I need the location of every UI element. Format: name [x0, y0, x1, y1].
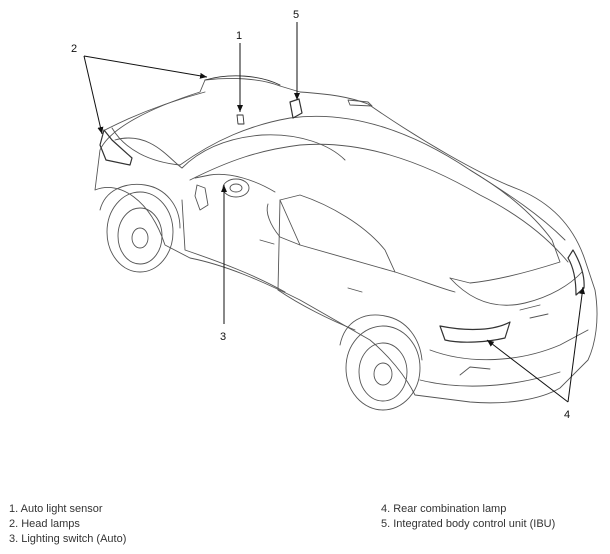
legend-item-head-lamps: 2. Head lamps	[9, 518, 80, 530]
legend-item-rear-combination-lamp: 4. Rear combination lamp	[381, 503, 507, 515]
legend-item-lighting-switch: 3. Lighting switch (Auto)	[9, 533, 127, 545]
legend-item-ibu: 5. Integrated body control unit (IBU)	[381, 518, 556, 530]
legend-left: 1. Auto light sensor 2. Head lamps 3. Li…	[9, 502, 126, 547]
car-outline	[94, 75, 598, 411]
callout-1: 1	[236, 30, 242, 42]
legend-item-auto-light-sensor: 1. Auto light sensor	[9, 503, 103, 515]
leader-lines	[83, 22, 586, 403]
callout-2: 2	[71, 43, 77, 55]
callout-5: 5	[293, 9, 299, 21]
vehicle-component-location-diagram: 1 2 3 4 5	[71, 9, 598, 421]
callout-3: 3	[220, 331, 226, 343]
legend-right: 4. Rear combination lamp 5. Integrated b…	[381, 502, 555, 532]
callout-4: 4	[564, 409, 570, 421]
